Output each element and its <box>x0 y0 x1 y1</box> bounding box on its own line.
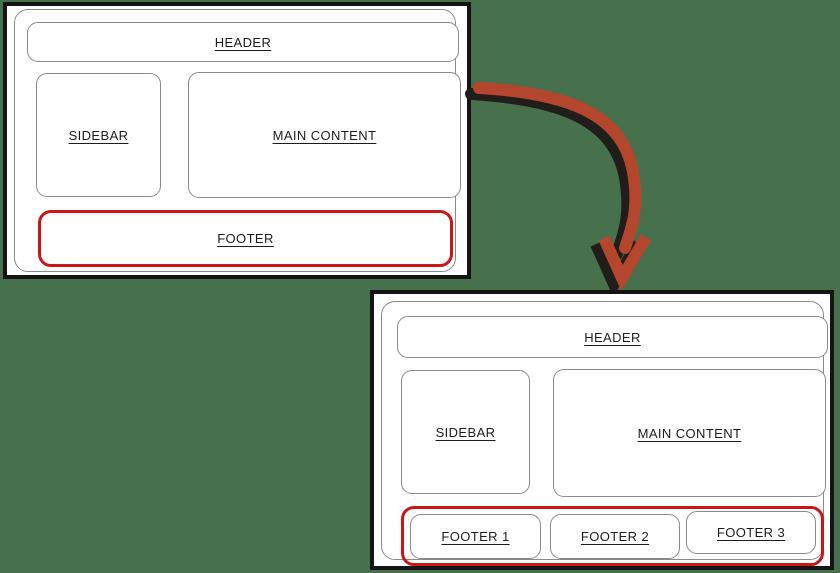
header-box-before: HEADER <box>27 22 459 62</box>
header-label-after: HEADER <box>584 329 641 345</box>
footer-group-highlighted <box>401 506 824 566</box>
sidebar-box-before: SIDEBAR <box>36 73 161 197</box>
main-content-box-after: MAIN CONTENT <box>553 369 826 497</box>
sidebar-label-after: SIDEBAR <box>435 424 496 440</box>
footer-3-box: FOOTER 3 <box>686 511 816 554</box>
layout-container-before: HEADER SIDEBAR MAIN CONTENT FOOTER <box>14 9 461 272</box>
footer-label-before: FOOTER <box>217 231 274 246</box>
sidebar-box-after: SIDEBAR <box>401 370 530 494</box>
main-content-box-before: MAIN CONTENT <box>188 72 461 198</box>
header-box-after: HEADER <box>397 316 828 358</box>
main-content-label-before: MAIN CONTENT <box>272 127 377 143</box>
layout-container-after: HEADER SIDEBAR MAIN CONTENT FOOTER 1 FOO… <box>381 301 828 566</box>
footer-1-box: FOOTER 1 <box>410 514 541 559</box>
footer-2-box: FOOTER 2 <box>550 514 680 559</box>
wireframe-before: HEADER SIDEBAR MAIN CONTENT FOOTER <box>3 2 471 279</box>
footer-2-label: FOOTER 2 <box>580 529 650 544</box>
footer-1-label: FOOTER 1 <box>441 529 510 544</box>
header-label-before: HEADER <box>214 34 272 50</box>
footer-3-label: FOOTER 3 <box>716 525 786 540</box>
sidebar-label-before: SIDEBAR <box>68 127 129 143</box>
footer-box-before-highlighted: FOOTER <box>38 210 453 267</box>
main-content-label-after: MAIN CONTENT <box>637 425 742 441</box>
wireframe-after: HEADER SIDEBAR MAIN CONTENT FOOTER 1 FOO… <box>370 290 834 570</box>
